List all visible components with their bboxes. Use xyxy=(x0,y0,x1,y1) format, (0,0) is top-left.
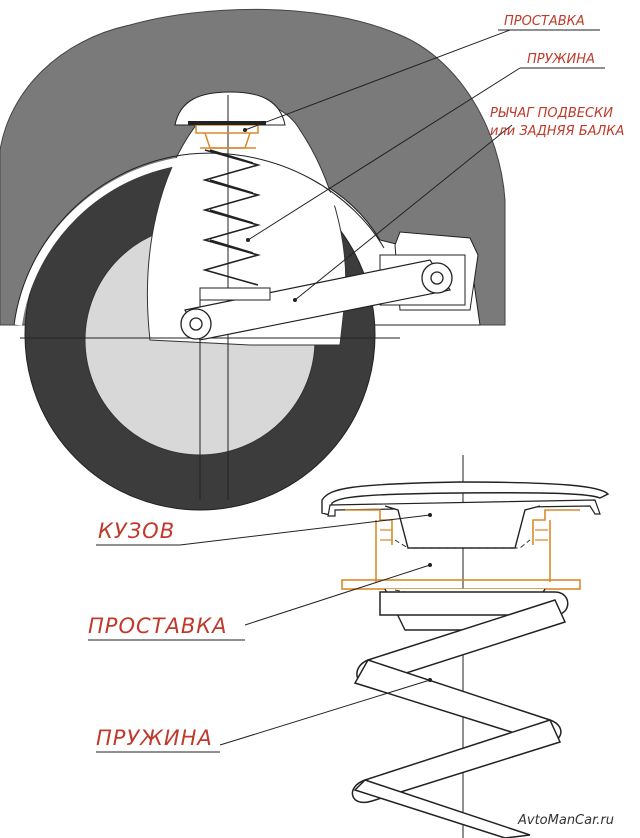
top-coil-spring xyxy=(202,149,261,286)
label-arm-top-line1: РЫЧАГ ПОДВЕСКИ xyxy=(490,106,613,121)
detail-coil-spring xyxy=(351,591,569,838)
fender-lip-edge xyxy=(13,152,385,326)
wheel-arch-assembly xyxy=(0,8,605,511)
fender-lip xyxy=(14,155,384,326)
watermark: AvtoManCar.ru xyxy=(517,813,614,828)
top-spacer xyxy=(188,121,266,149)
spacer-detail-assembly xyxy=(88,455,610,838)
label-spring-top: ПРУЖИНА xyxy=(527,52,595,67)
label-spacer-top: ПРОСТАВКА xyxy=(504,14,585,29)
body-panel xyxy=(321,481,610,516)
label-arm-top-line2: или ЗАДНЯЯ БАЛКА xyxy=(490,124,624,139)
label-spring-detail: ПРУЖИНА xyxy=(96,726,213,750)
spring-dome xyxy=(174,91,286,126)
suspension-arm xyxy=(180,259,453,341)
body-cup xyxy=(384,505,541,549)
label-spacer-detail: ПРОСТАВКА xyxy=(88,614,228,638)
label-body-detail: КУЗОВ xyxy=(98,519,175,543)
